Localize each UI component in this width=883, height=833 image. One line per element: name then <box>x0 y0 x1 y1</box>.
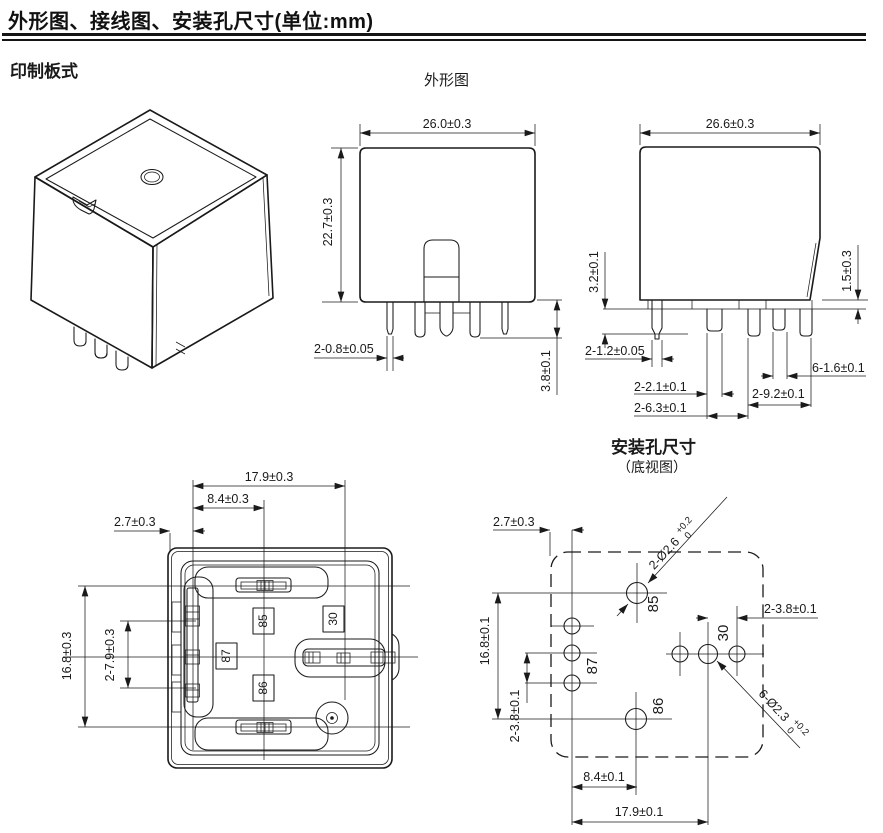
mounting-outline <box>550 551 764 758</box>
front-pin <box>386 301 394 335</box>
isometric-view <box>30 109 274 371</box>
mounting-hole-large-callout: 2-Ø2.6 +0.2 0 <box>646 515 695 573</box>
mounting-terminal-86: 86 <box>650 698 667 715</box>
bottom-slot-85 <box>235 577 292 593</box>
front-pin <box>414 301 426 338</box>
side-body <box>639 146 821 301</box>
front-height-dim: 22.7±0.3 <box>321 198 335 247</box>
mounting-pitch-right-dim: 2-3.8±0.1 <box>764 602 817 616</box>
page-title: 外形图、接线图、安装孔尺寸(单位:mm) <box>8 11 374 33</box>
bottom-edge-offset-dim: 2.7±0.3 <box>114 515 156 529</box>
bottom-recess <box>180 560 380 756</box>
mounting-width-dim: 17.9±0.1 <box>615 805 664 819</box>
hole-small-tol-lower: 0 <box>784 725 796 736</box>
mounting-hole-30c <box>728 645 746 663</box>
side-pin <box>747 308 761 337</box>
title-rule-thin <box>2 39 866 41</box>
mounting-hole-87b <box>563 644 581 662</box>
side-pin <box>706 308 723 332</box>
bottom-height-dim: 16.8±0.3 <box>60 632 74 681</box>
side-pin <box>651 299 663 340</box>
bottom-right-tab <box>391 633 400 681</box>
mounting-terminal-30: 30 <box>715 625 732 642</box>
iso-latch-tab <box>72 196 97 215</box>
mounting-hole-86 <box>624 707 648 731</box>
front-pin-thickness-dim: 2-0.8±0.05 <box>314 342 374 356</box>
mounting-pitch-a-dim: 8.4±0.1 <box>583 770 625 784</box>
front-pin <box>501 301 509 335</box>
mounting-hole-30a <box>671 645 689 663</box>
mounting-pitch-left-dim: 2-3.8±0.1 <box>508 690 522 743</box>
side-standoff-dim: 3.2±0.1 <box>587 251 601 293</box>
iso-top-face <box>34 109 268 248</box>
front-width-dim: 26.0±0.3 <box>423 117 472 131</box>
iso-pin <box>73 326 87 347</box>
side-pin <box>772 308 786 331</box>
side-pin-width-c-dim: 6-1.6±0.1 <box>812 361 865 375</box>
bottom-terminal-87: 87 <box>219 649 233 663</box>
iso-top-hole <box>140 168 164 186</box>
title-rule-thick <box>2 33 866 36</box>
mounting-view: 85 30 87 86 2.7±0.3 2-Ø2.6 +0.2 0 2-3.8±… <box>478 496 818 826</box>
iso-top-face-inner <box>45 118 257 239</box>
pcb-type-label: 印制板式 <box>10 61 78 81</box>
mounting-height-dim: 16.8±0.1 <box>478 617 492 666</box>
front-view: 26.0±0.3 22.7±0.3 2-0.8±0.05 3.8±0.1 <box>314 117 562 395</box>
mounting-hole-sublabel: （底视图） <box>617 459 687 475</box>
mounting-hole-87a <box>563 617 581 635</box>
hole-small-dim: 6-Ø2.3 <box>756 687 792 725</box>
mounting-hole-87c <box>563 674 581 692</box>
bottom-terminal-86: 86 <box>256 681 270 695</box>
front-boss <box>423 239 460 303</box>
side-chamfer-dim: 1.5±0.3 <box>840 250 854 292</box>
mounting-hole-30b <box>697 643 719 665</box>
bottom-vent-circle <box>315 701 349 735</box>
mounting-edge-offset-dim: 2.7±0.3 <box>493 515 535 529</box>
bottom-slot-86 <box>235 719 292 735</box>
side-pin <box>799 308 813 337</box>
mounting-hole-85 <box>625 581 649 605</box>
side-pin-width-a-dim: 2-2.1±0.1 <box>634 380 687 394</box>
outline-view-label: 外形图 <box>424 72 469 89</box>
bottom-pitch-a-dim: 8.4±0.3 <box>207 492 249 506</box>
side-pin-width-b-dim: 2-6.3±0.1 <box>634 401 687 415</box>
side-width-dim: 26.6±0.3 <box>706 117 755 131</box>
mounting-terminal-85: 85 <box>645 596 662 613</box>
iso-right-face <box>151 174 274 369</box>
side-pin-pitch-dim: 2-9.2±0.1 <box>752 387 805 401</box>
hole-large-tol-lower: 0 <box>683 530 695 541</box>
side-pin-thickness-dim: 2-1.2±0.05 <box>585 344 645 358</box>
mounting-hole-label: 安装孔尺寸 <box>611 437 696 457</box>
bottom-body <box>167 547 393 769</box>
mounting-hole-small-callout: 6-Ø2.3 +0.2 0 <box>756 687 811 738</box>
hole-large-dim: 2-Ø2.6 <box>646 535 682 573</box>
side-view: 26.6±0.3 3.2±0.1 1.5±0.3 2-1.2±0.05 <box>585 117 868 420</box>
front-pin-length-dim: 3.8±0.1 <box>539 350 553 392</box>
iso-pin <box>115 350 129 371</box>
bottom-width-dim: 17.9±0.3 <box>245 470 294 484</box>
bottom-terminal-30: 30 <box>326 612 340 626</box>
front-pin <box>439 301 454 337</box>
mounting-terminal-87: 87 <box>584 658 601 675</box>
front-body <box>359 147 536 303</box>
bottom-terminal-85: 85 <box>256 614 270 628</box>
bottom-pitch-b-dim: 2-7.9±0.3 <box>103 629 117 682</box>
bottom-view: 85 30 87 86 17.9±0.3 8.4±0.3 2.7±0.3 16.… <box>60 470 418 769</box>
front-pin <box>469 301 481 338</box>
bottom-slot-87 <box>186 587 199 703</box>
bottom-slot-30 <box>302 648 386 667</box>
